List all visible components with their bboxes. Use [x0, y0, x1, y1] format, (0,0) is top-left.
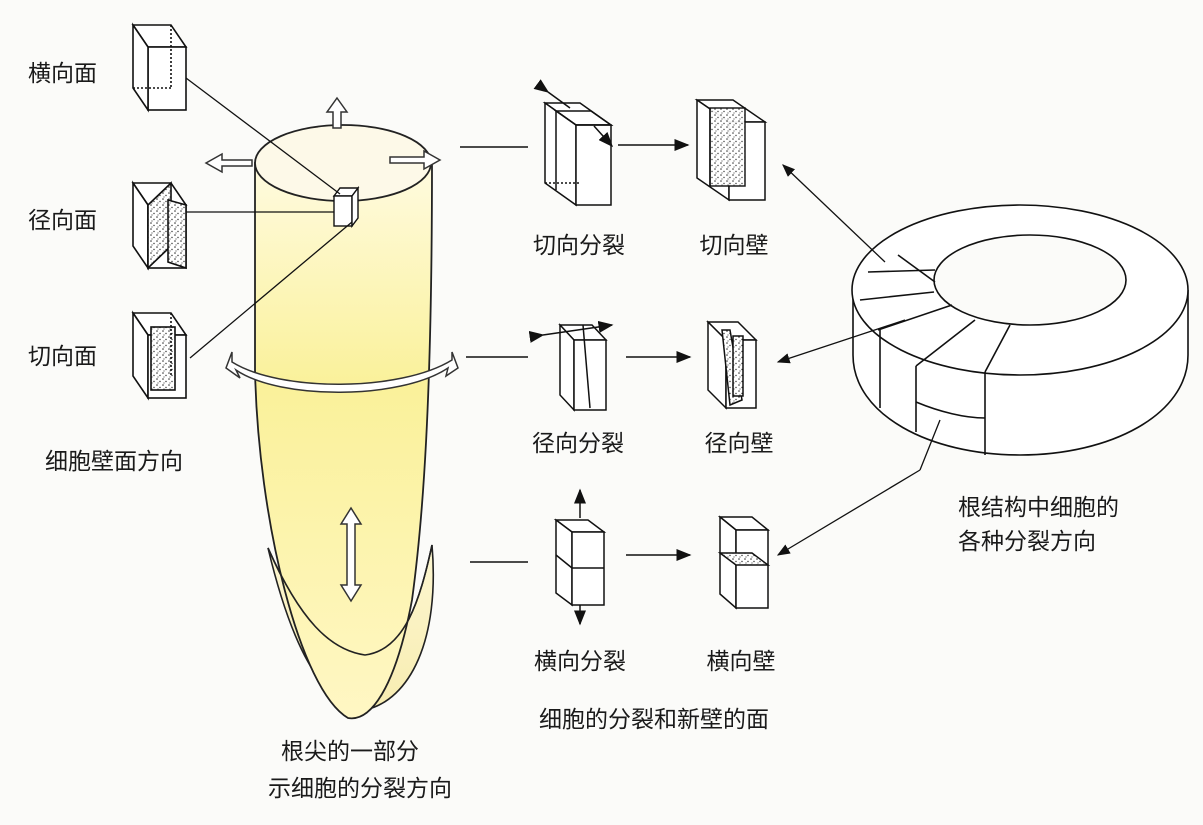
transverse-wall-label: 横向壁 — [706, 649, 776, 675]
face-direction-caption: 细胞壁面方向 — [45, 449, 183, 475]
growth-arrows — [204, 96, 459, 603]
tangential-wall-box — [694, 98, 768, 202]
radial-division-box — [528, 320, 614, 412]
transverse-division-box — [553, 488, 607, 626]
radial-wall-label: 径向壁 — [704, 431, 774, 457]
root-ring — [851, 204, 1189, 456]
root-body — [254, 162, 433, 720]
row-connectors — [460, 146, 528, 563]
radial-wall-box — [706, 320, 758, 410]
face-leader-lines — [185, 77, 353, 359]
radial-division-label: 径向分裂 — [532, 431, 624, 457]
radial-face-box — [131, 180, 188, 271]
root-caption-line1: 根尖的一部分 — [281, 739, 419, 765]
transverse-division-label: 横向分裂 — [534, 649, 626, 675]
tangential-face-box — [131, 310, 188, 401]
radial-face-label: 径向面 — [28, 208, 97, 234]
tangential-face-label: 切向面 — [28, 344, 97, 370]
transverse-face-label: 横向面 — [28, 61, 97, 87]
transverse-wall-box — [717, 515, 771, 610]
tangential-division-box — [533, 79, 614, 207]
root-caption-line2: 示细胞的分裂方向 — [268, 776, 452, 802]
root-tip — [204, 96, 459, 720]
tangential-wall-label: 切向壁 — [699, 233, 769, 259]
ring-caption-line2: 各种分裂方向 — [958, 529, 1096, 555]
small-cell-block — [332, 185, 360, 229]
transverse-face-box — [131, 22, 188, 113]
ring-caption-line1: 根结构中细胞的 — [958, 495, 1119, 521]
tangential-division-label: 切向分裂 — [533, 233, 625, 259]
division-caption: 细胞的分裂和新壁的面 — [539, 707, 769, 733]
ring-arrows — [776, 164, 941, 556]
